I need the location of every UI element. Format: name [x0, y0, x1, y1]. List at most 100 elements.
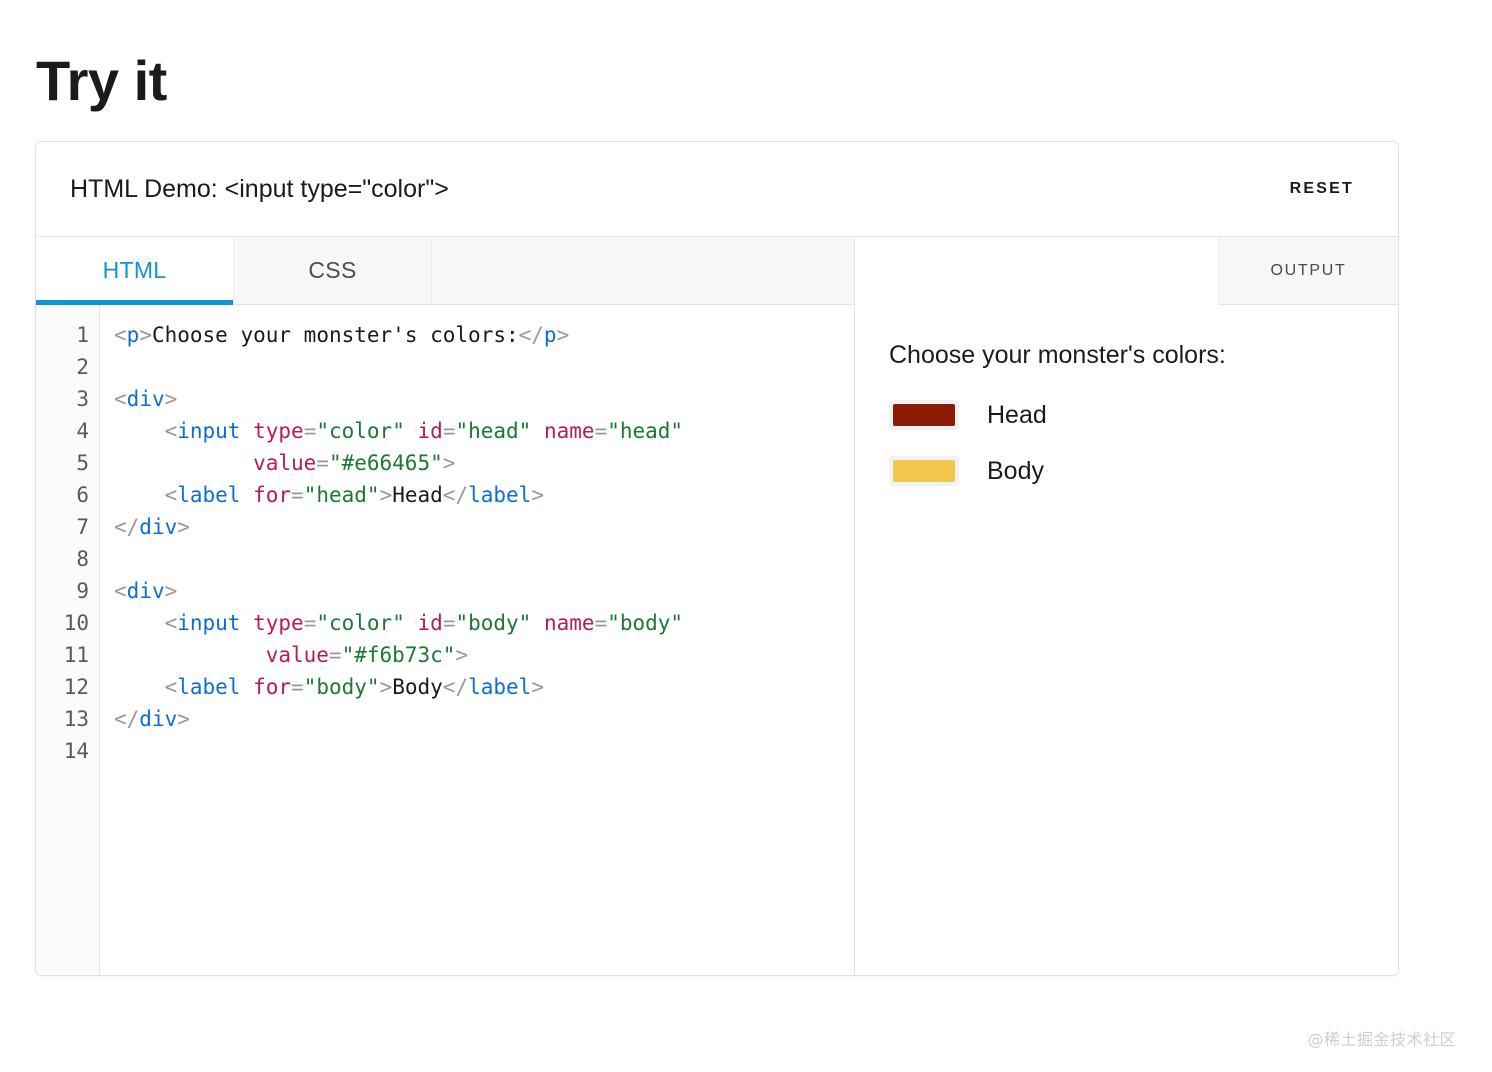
color-input-row: Head [889, 400, 1398, 430]
line-number: 6 [76, 483, 89, 507]
page-title: Try it [36, 48, 167, 112]
code-token-text [531, 419, 544, 443]
code-token-punct: = [594, 611, 608, 635]
code-token-attr: id [417, 611, 443, 635]
code-token-punct: > [379, 675, 393, 699]
code-token-attr: for [253, 675, 292, 699]
code-token-attr: value [265, 643, 329, 667]
code-token-text [114, 675, 165, 699]
color-swatch-fill [893, 404, 955, 426]
code-token-text [531, 611, 544, 635]
code-token-text [240, 419, 253, 443]
line-number: 1 [76, 323, 89, 347]
code-token-string: "#f6b73c" [341, 643, 456, 667]
code-token-attr: for [253, 483, 292, 507]
output-heading: Choose your monster's colors: [889, 341, 1226, 369]
code-line: value="#f6b73c"> [114, 639, 854, 671]
try-it-demo-card: HTML Demo: <input type="color"> RESET HT… [35, 141, 1399, 976]
code-token-tag: p [126, 323, 140, 347]
code-token-string: "color" [316, 611, 405, 635]
code-token-tag: label [177, 675, 241, 699]
color-label-head[interactable]: Head [987, 400, 1047, 429]
code-token-punct: > [531, 675, 544, 699]
line-number: 2 [76, 355, 89, 379]
color-picker-head[interactable] [889, 400, 959, 430]
code-token-text [114, 451, 253, 475]
code-token-punct: > [164, 579, 178, 603]
code-token-punct: = [291, 483, 304, 507]
code-content[interactable]: <p>Choose your monster's colors:</p> <di… [100, 305, 854, 975]
code-token-punct: = [303, 611, 317, 635]
color-picker-body[interactable] [889, 456, 959, 486]
output-tab-strip: OUTPUT [855, 237, 1398, 305]
reset-button[interactable]: RESET [1280, 174, 1364, 204]
line-number: 14 [63, 739, 89, 763]
code-token-string: "head" [455, 419, 532, 443]
code-line [114, 543, 854, 575]
color-swatch-fill [893, 460, 955, 482]
code-line: <div> [114, 383, 854, 415]
code-token-punct: </ [442, 675, 469, 699]
code-token-string: "body" [303, 675, 380, 699]
code-token-punct: = [442, 419, 456, 443]
line-number: 8 [76, 547, 89, 571]
code-token-punct: </ [114, 515, 140, 539]
color-label-body[interactable]: Body [987, 456, 1044, 485]
code-line: <input type="color" id="body" name="body… [114, 607, 854, 639]
code-token-text: Body [392, 675, 443, 699]
code-token-punct: > [556, 323, 570, 347]
code-line: </div> [114, 511, 854, 543]
code-token-punct: > [531, 483, 544, 507]
code-token-punct: > [177, 515, 190, 539]
code-token-attr: value [253, 451, 317, 475]
code-token-tag: label [468, 483, 532, 507]
code-token-punct: = [594, 419, 608, 443]
code-token-attr: id [417, 419, 443, 443]
tab-html[interactable]: HTML [36, 237, 234, 305]
code-line: <p>Choose your monster's colors:</p> [114, 319, 854, 351]
code-token-tag: input [177, 611, 241, 635]
code-token-attr: name [543, 419, 595, 443]
code-token-punct: > [177, 707, 190, 731]
line-number: 9 [76, 579, 89, 603]
code-line: <label for="body">Body</label> [114, 671, 854, 703]
code-token-text [240, 675, 253, 699]
code-line: </div> [114, 703, 854, 735]
code-token-text [240, 483, 253, 507]
code-token-punct: > [139, 323, 152, 347]
code-token-tag: input [177, 419, 241, 443]
code-token-punct: < [164, 611, 178, 635]
code-token-attr: type [253, 611, 304, 635]
code-token-string: "head" [303, 483, 380, 507]
code-token-text: Head [392, 483, 443, 507]
line-number: 10 [63, 611, 89, 635]
code-token-punct: = [303, 419, 317, 443]
code-token-punct: = [328, 643, 342, 667]
color-input-row: Body [889, 456, 1398, 486]
code-token-attr: name [543, 611, 595, 635]
code-token-tag: div [126, 387, 165, 411]
line-number: 5 [76, 451, 89, 475]
tab-output[interactable]: OUTPUT [1218, 237, 1398, 305]
code-token-punct: > [164, 387, 178, 411]
demo-header: HTML Demo: <input type="color"> RESET [36, 142, 1398, 237]
code-token-punct: > [455, 643, 469, 667]
code-token-punct: </ [518, 323, 544, 347]
code-token-text [405, 611, 418, 635]
code-line [114, 351, 854, 383]
code-token-text [405, 419, 418, 443]
code-token-punct: < [114, 579, 127, 603]
code-token-tag: div [126, 579, 165, 603]
code-token-punct: > [379, 483, 393, 507]
line-number: 4 [76, 419, 89, 443]
code-token-punct: = [316, 451, 329, 475]
line-number: 11 [63, 643, 89, 667]
editor-tab-strip: HTML CSS [36, 237, 854, 305]
tab-css[interactable]: CSS [234, 237, 432, 304]
code-token-attr: type [253, 419, 304, 443]
